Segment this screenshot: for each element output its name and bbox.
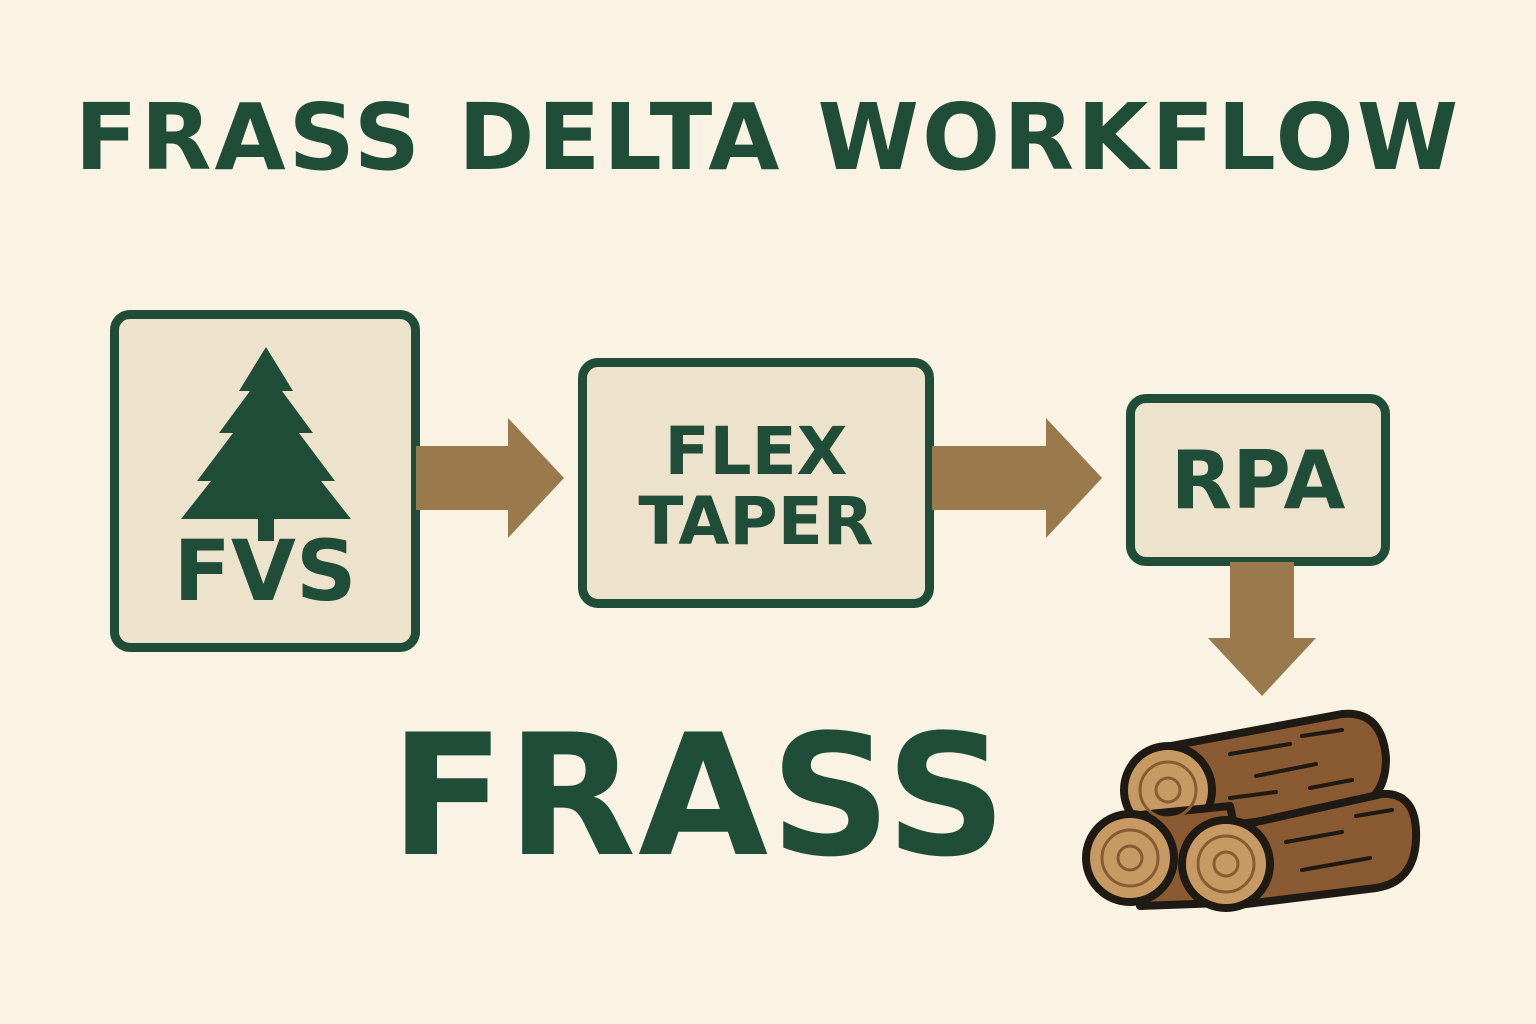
arrow-fvs-to-flex <box>416 418 564 538</box>
fvs-node: FVS <box>110 310 420 652</box>
logs-icon <box>1082 709 1421 912</box>
rpa-node: RPA <box>1126 394 1390 566</box>
frass-label: FRASS <box>390 698 1009 894</box>
flex-taper-line-1: FLEX <box>664 413 848 490</box>
flex-taper-node: FLEX TAPER <box>578 358 934 608</box>
diagram-title: FRASS DELTA WORKFLOW <box>74 84 1462 191</box>
flex-taper-line-2: TAPER <box>638 483 874 560</box>
fvs-label: FVS <box>173 522 357 620</box>
arrow-flex-to-rpa <box>932 418 1102 538</box>
tree-icon <box>181 347 351 541</box>
arrow-rpa-to-logs <box>1208 562 1316 696</box>
flex-taper-label: FLEX TAPER <box>587 417 925 557</box>
rpa-label: RPA <box>1170 434 1346 527</box>
